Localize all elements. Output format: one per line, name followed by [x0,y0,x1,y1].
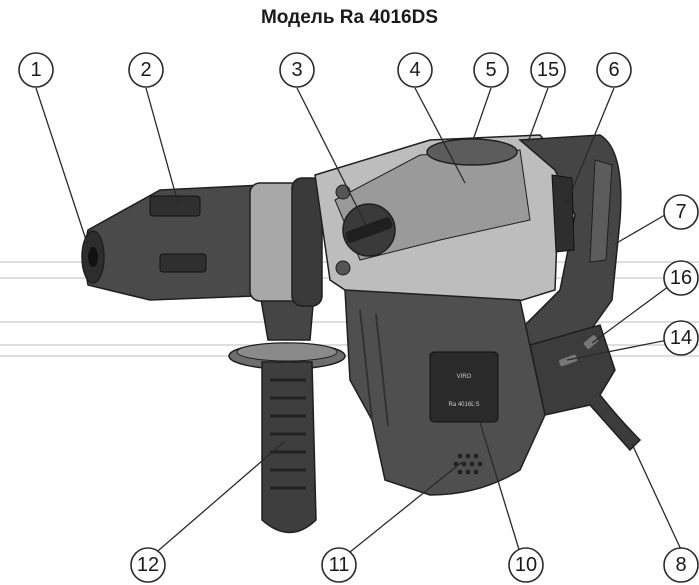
chuck [81,177,323,307]
callout-10-label: 10 [515,554,537,576]
callout-12: 12 [130,547,166,583]
callout-16-label: 16 [670,267,692,289]
callout-6: 6 [596,52,632,88]
callout-5: 5 [473,52,509,88]
callout-8: 8 [663,547,699,583]
callout-3-label: 3 [291,59,302,81]
callout-2-label: 2 [140,59,151,81]
auxiliary-handle [228,281,346,534]
label-plate [429,351,499,423]
callout-11-label: 11 [329,554,350,576]
callout-6-label: 6 [608,59,619,81]
callout-4-label: 4 [409,59,420,81]
callout-2: 2 [128,52,164,88]
label-plate-model: Ra 4016DS [448,402,479,408]
callout-15-label: 15 [537,59,559,81]
callout-7: 7 [663,194,699,230]
callouts: 1 2 3 4 5 15 6 7 16 14 8 10 11 12 [18,52,699,583]
callout-1: 1 [18,52,54,88]
vent-holes [453,453,483,475]
rear-handle [518,134,642,452]
callout-1-label: 1 [30,59,41,81]
housing [314,134,561,311]
label-plate-brand: VIRO [457,374,472,380]
callout-14: 14 [663,320,699,356]
callout-11: 11 [321,547,357,583]
callout-15: 15 [530,52,566,88]
motor-body: VIRO Ra 4016DS [344,289,546,496]
leader-lines [35,87,685,557]
callout-8-label: 8 [675,554,686,576]
callout-16: 16 [663,260,699,296]
callout-3: 3 [279,52,315,88]
callout-7-label: 7 [675,201,686,223]
callout-5-label: 5 [485,59,496,81]
callout-4: 4 [397,52,433,88]
diagram-title: Модель Ra 4016DS [260,7,439,28]
callout-14-label: 14 [670,327,692,349]
callout-10: 10 [508,547,544,583]
callout-12-label: 12 [137,554,159,576]
